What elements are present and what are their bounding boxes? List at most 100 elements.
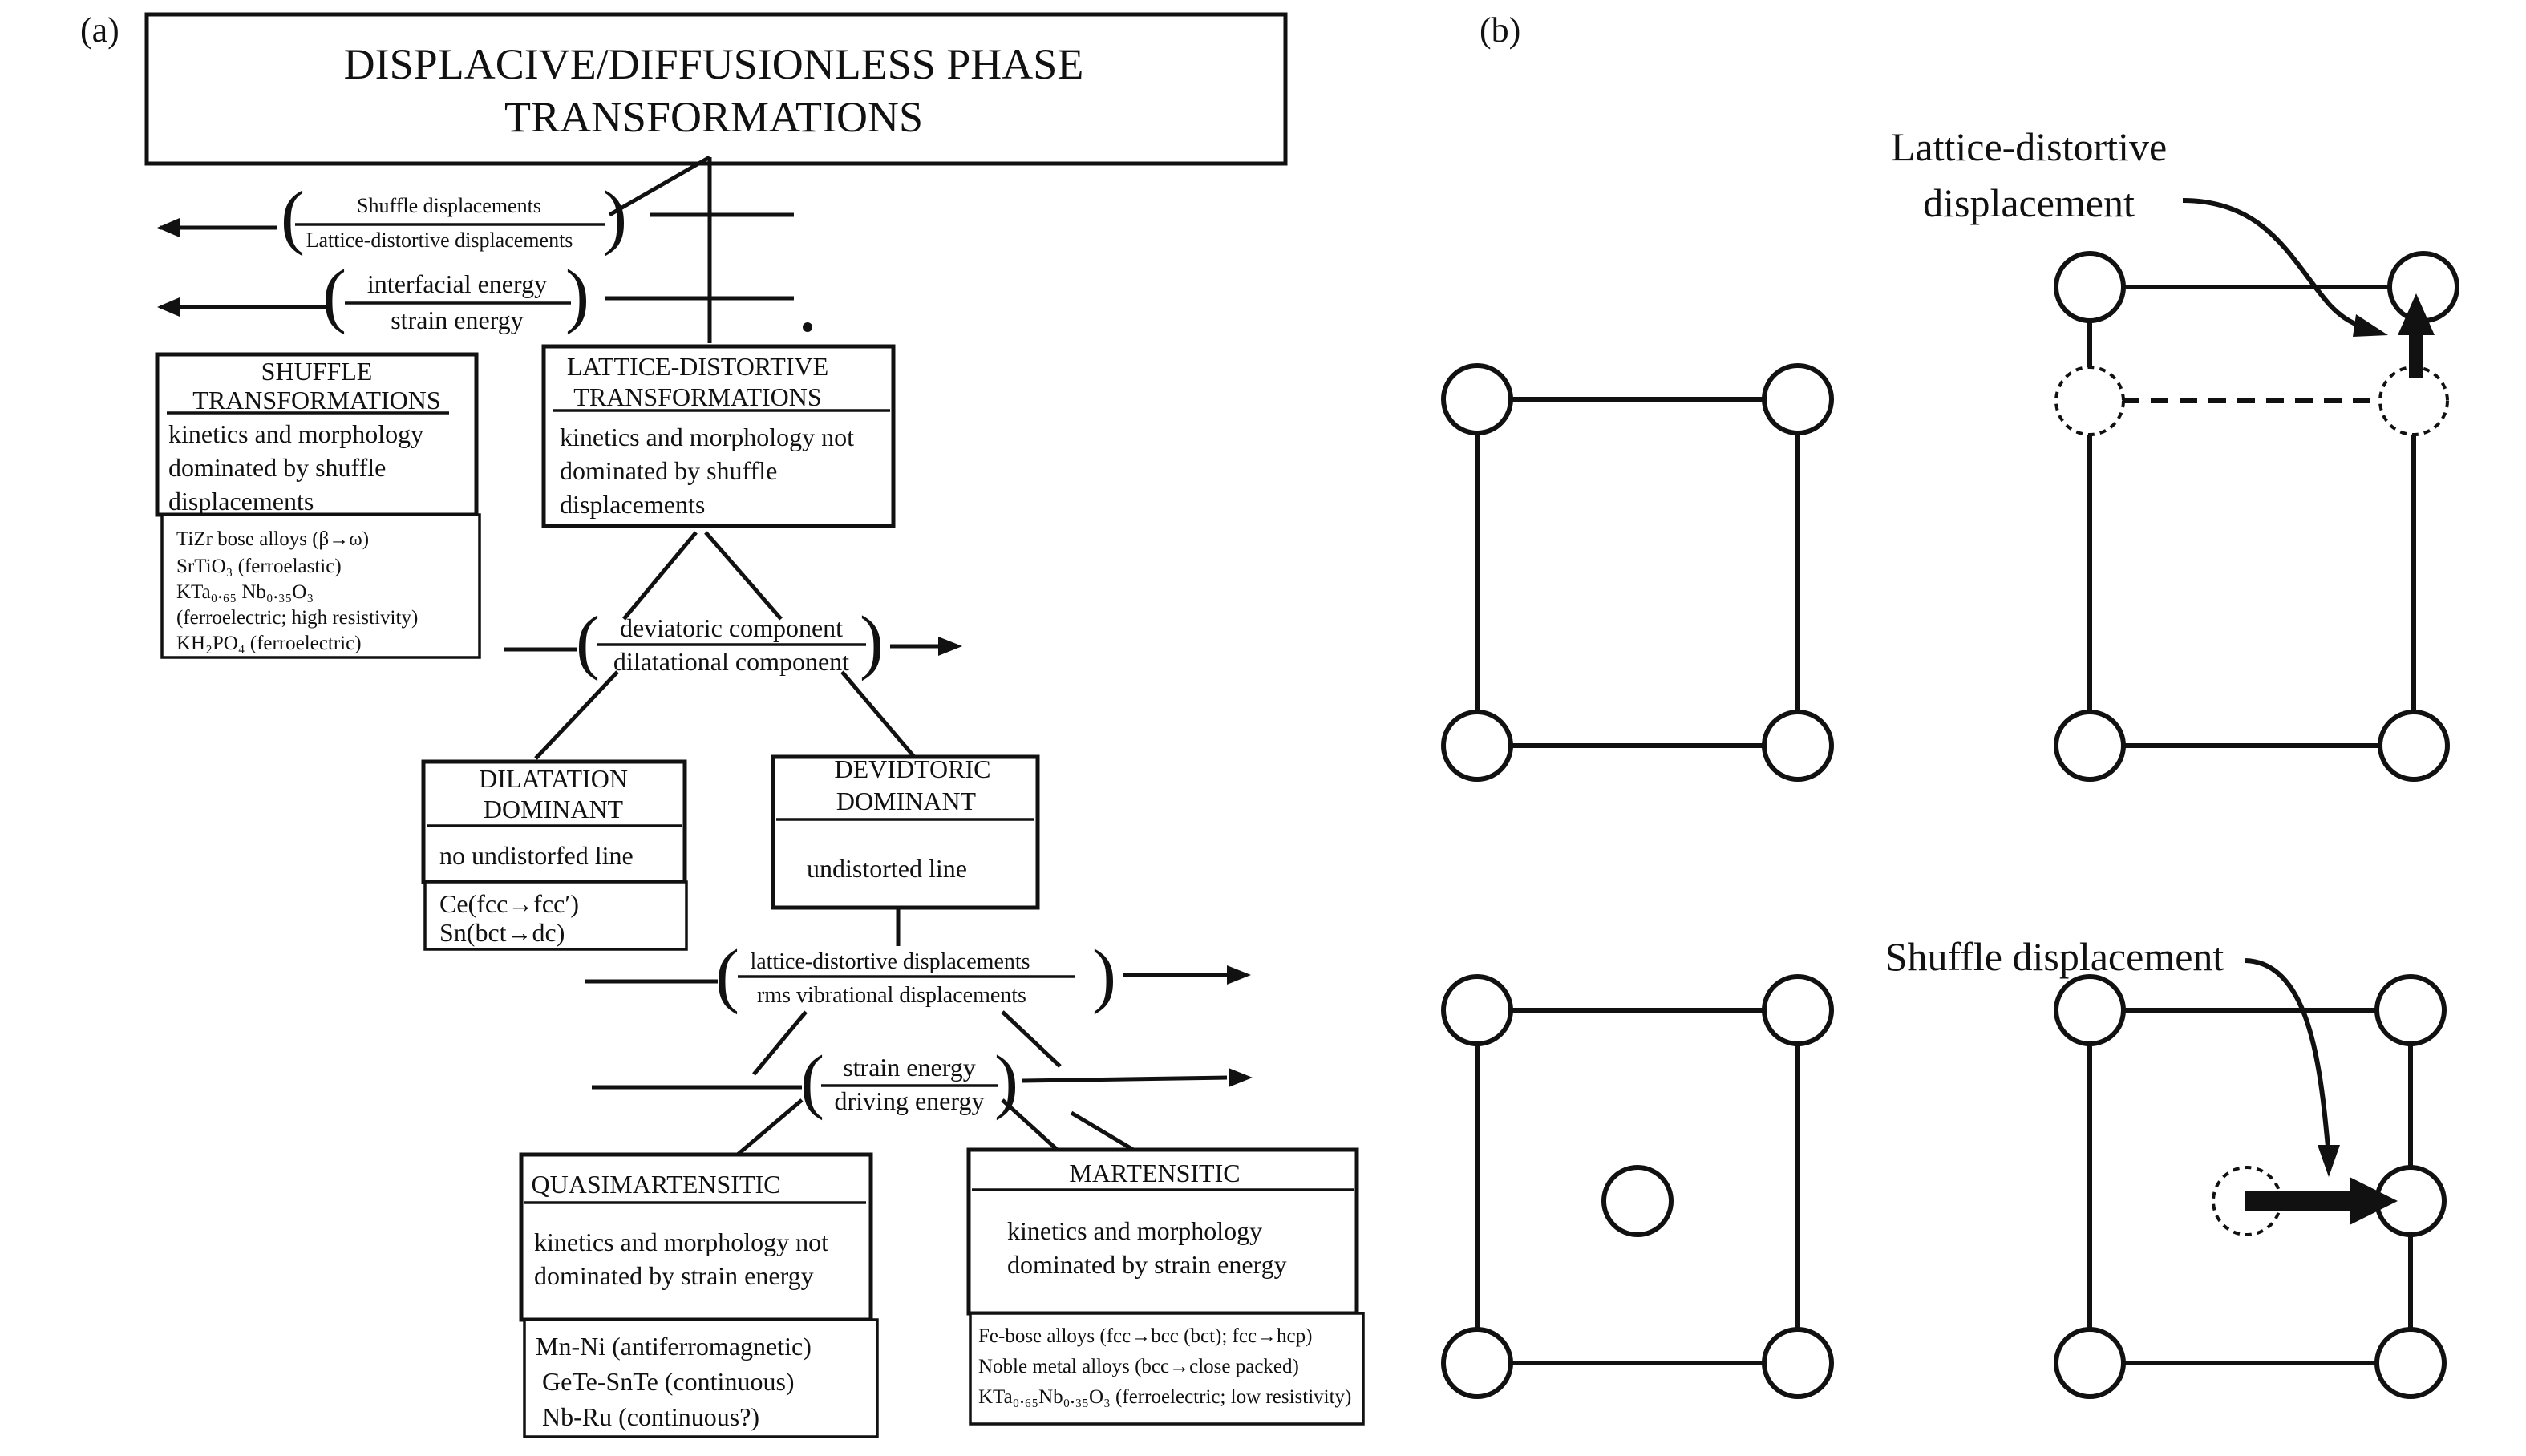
branch-line <box>840 670 916 758</box>
deviatoric-box <box>771 754 1040 910</box>
shuffle-example-5: KH₂PO₄ (ferroelectric) <box>176 633 362 654</box>
martensitic-box: MARTENSITIC kinetics and morphology domi… <box>966 1147 1365 1426</box>
dilatation-desc: no undistorfed line <box>439 841 634 870</box>
lattice-title-2: TRANSFORMATIONS <box>573 382 821 411</box>
unit-cell-top-right <box>2054 251 2459 782</box>
shuffle-examples-box <box>160 513 481 659</box>
displacement-arrow-right <box>2245 1177 2398 1225</box>
quasi-desc-1: kinetics and morphology not <box>534 1227 828 1256</box>
criterion2-bottom: strain energy <box>391 305 524 334</box>
deviatoric-dominant-box: DEVIDTORIC DOMINANT undistorted line <box>771 754 1040 910</box>
atom <box>2054 1327 2126 1399</box>
criterion4-top: lattice-distortive displacements <box>750 949 1030 974</box>
atom <box>1441 1327 1513 1399</box>
lattice-desc-1: kinetics and morphology not <box>560 423 854 451</box>
quasi-example-3: Nb-Ru (continuous?) <box>542 1402 759 1431</box>
atom <box>1762 363 1834 435</box>
atom <box>2054 974 2126 1046</box>
shuffle-box <box>155 352 479 517</box>
lattice-box <box>541 344 896 528</box>
branch-line <box>727 1098 804 1164</box>
dilatation-examples-box <box>423 880 688 951</box>
deviatoric-title-2: DOMINANT <box>836 787 977 815</box>
paren-close: ) <box>1092 936 1116 1015</box>
atom <box>1441 710 1513 782</box>
dilatation-example-1: Ce(fcc→fcc′) <box>439 889 579 918</box>
shuffle-example-4: (ferroelectric; high resistivity) <box>176 607 418 629</box>
shuffle-example-3: KTa₀.₆₅ Nb₀.₃₅O₃ <box>176 581 314 603</box>
atom <box>2054 251 2126 323</box>
criterion2-top: interfacial energy <box>367 269 547 298</box>
atom <box>2374 1327 2447 1399</box>
lattice-distortive-box: LATTICE-DISTORTIVE TRANSFORMATIONS kinet… <box>541 344 896 528</box>
criterion-shuffle-vs-lattice: ( Shuffle displacements Lattice-distorti… <box>157 177 794 257</box>
arrow-right-4-head <box>1227 965 1251 985</box>
quasi-example-1: Mn-Ni (antiferromagnetic) <box>536 1332 812 1361</box>
pointer-curve-top <box>2182 198 2378 334</box>
title-box <box>144 12 1288 166</box>
branch-line <box>752 1010 808 1076</box>
dilatation-title-1: DILATATION <box>479 764 628 793</box>
branch-line <box>622 531 698 621</box>
criterion5-bottom: driving energy <box>835 1086 985 1115</box>
dilatation-example-2: Sn(bct→dc) <box>439 918 565 947</box>
martensitic-example-3: KTa₀.₆₅Nb₀.₃₅O₃ (ferroelectric; low resi… <box>978 1386 1351 1408</box>
branch-line <box>704 531 783 621</box>
arrow-right-5-head <box>1229 1068 1253 1087</box>
branch-line <box>1001 1010 1062 1068</box>
atom-center <box>1601 1165 1674 1237</box>
panel-b: (b) Lattice-distortive displacement <box>1441 10 2459 1399</box>
criterion-deviatoric-vs-dilatational: ( deviatoric component dilatational comp… <box>504 602 962 681</box>
unit-cell-top-left <box>1441 363 1834 782</box>
paren-open: ( <box>715 936 739 1015</box>
atom <box>1762 974 1834 1046</box>
paren-open: ( <box>800 1041 824 1121</box>
martensitic-example-2: Noble metal alloys (bcc→close packed) <box>978 1356 1299 1377</box>
criterion3-bottom: dilatational component <box>613 647 849 676</box>
shuffle-desc-2: dominated by shuffle <box>168 453 386 482</box>
martensitic-box-frame <box>966 1147 1359 1316</box>
shuffle-desc-3: displacements <box>168 487 314 516</box>
martensitic-desc-2: dominated by strain energy <box>1007 1250 1287 1279</box>
atom-original-dashed <box>2054 366 2125 436</box>
branch-line <box>1001 1098 1064 1156</box>
atom <box>2374 974 2447 1046</box>
criterion4-bottom: rms vibrational displacements <box>757 983 1026 1008</box>
cell-bonds <box>1475 397 1800 748</box>
atom <box>2054 710 2126 782</box>
deviatoric-desc: undistorted line <box>807 854 967 883</box>
lattice-desc-2: dominated by shuffle <box>560 456 777 485</box>
criterion-lattice-vs-rms: ( lattice-distortive displacements rms v… <box>585 936 1251 1015</box>
atom <box>1441 974 1513 1046</box>
shuffle-title-2: TRANSFORMATIONS <box>192 386 440 415</box>
quasimartensitic-box: QUASIMARTENSITIC kinetics and morphology… <box>519 1152 879 1438</box>
shuffle-transformations-box: SHUFFLE TRANSFORMATIONS kinetics and mor… <box>155 352 481 659</box>
pointer-head-top <box>2353 314 2388 337</box>
arrow-left-1-head <box>157 218 180 237</box>
paren-open: ( <box>281 177 305 257</box>
arrow-left-2-head <box>157 297 180 317</box>
criterion1-bottom: Lattice-distortive displacements <box>306 229 573 252</box>
martensitic-title: MARTENSITIC <box>1069 1159 1240 1187</box>
branch-line <box>1070 1110 1140 1155</box>
paren-open: ( <box>322 256 346 335</box>
atom <box>1762 1327 1834 1399</box>
title-line-1: DISPLACIVE/DIFFUSIONLESS PHASE <box>344 40 1084 88</box>
dot-mark <box>803 322 812 332</box>
criterion-strain-vs-driving: ( strain energy driving energy ) <box>592 1041 1253 1121</box>
atom <box>1441 363 1513 435</box>
atom <box>1762 710 1834 782</box>
lattice-distortive-label-2: displacement <box>1923 180 2135 225</box>
paren-close: ) <box>860 602 884 681</box>
unit-cell-bottom-right <box>2054 974 2447 1399</box>
paren-open: ( <box>576 602 600 681</box>
shuffle-example-1: TiZr bose alloys (β→ω) <box>176 528 369 550</box>
arrow-right-5 <box>1022 1075 1228 1083</box>
lattice-distortive-label-1: Lattice-distortive <box>1891 124 2167 169</box>
branch-line <box>534 670 619 760</box>
paren-close: ) <box>565 256 589 335</box>
panel-a: (a) DISPLACIVE/DIFFUSIONLESS PHASE TRANS… <box>80 10 1365 1438</box>
quasi-desc-2: dominated by strain energy <box>534 1261 814 1290</box>
quasi-title: QUASIMARTENSITIC <box>532 1170 781 1199</box>
